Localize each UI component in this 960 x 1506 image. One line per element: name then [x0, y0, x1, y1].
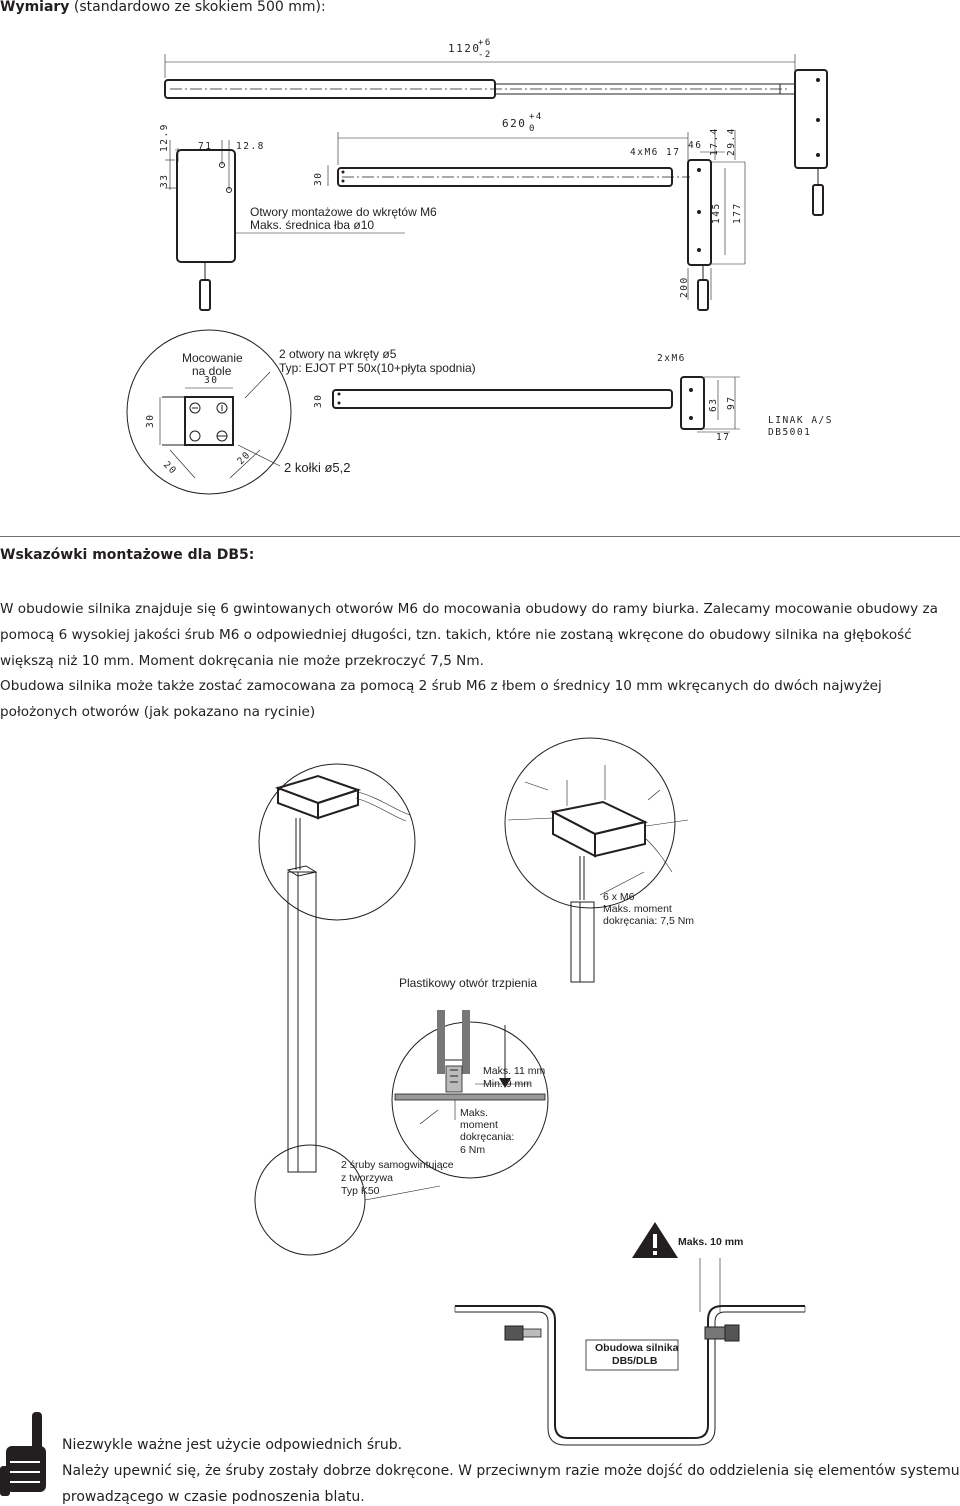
dim-1120-tol-minus: -2	[478, 50, 492, 60]
footer-line-1: Niezwykle ważne jest użycie odpowiednich…	[62, 1437, 403, 1453]
model-number: DB5001	[768, 427, 812, 438]
dim-4xm6: 4xM6	[630, 147, 659, 158]
dimension-drawing	[126, 54, 828, 495]
section-heading-dimensions: Wymiary (standardowo ze skokiem 500 mm):	[0, 0, 326, 15]
m6-label-1: 6 x M6	[603, 891, 635, 903]
holes-label-1: 2 otwory na wkręty ø5	[279, 347, 397, 361]
hints-paragraph-2: Obudowa silnika może także zostać zamoco…	[0, 678, 882, 720]
pointing-hand-icon	[0, 1412, 46, 1496]
screws-label-1: 2 śruby samogwintujące	[341, 1159, 454, 1171]
brand-name: LINAK A/S	[768, 415, 833, 426]
max-10-label: Maks. 10 mm	[678, 1236, 744, 1248]
mounting-note-2: Maks. średnica łba ø10	[250, 218, 375, 232]
max-11-label: Maks. 11 mm	[483, 1065, 546, 1077]
torque-label-2: moment	[460, 1119, 498, 1131]
hints-paragraph-1: W obudowie silnika znajduje się 6 gwinto…	[0, 601, 939, 669]
dim-30-width: 30	[204, 375, 219, 386]
hints-title: Wskazówki montażowe dla DB5:	[0, 547, 255, 563]
m6-label-3: dokręcania: 7,5 Nm	[603, 915, 695, 927]
holes-label-2: Typ: EJOT PT 50x(10+płyta spodnia)	[279, 361, 476, 375]
torque-label-3: dokręcania:	[460, 1131, 515, 1143]
footer-line-3: prowadzącego w czasie podnoszenia blatu.	[62, 1489, 365, 1505]
housing-label-1: Obudowa silnika	[595, 1342, 679, 1354]
section-divider	[0, 536, 960, 537]
mounting-note-1: Otwory montażowe do wkrętów M6	[250, 205, 437, 219]
dim-2xm6: 2xM6	[657, 353, 686, 364]
dim-1120: 1120	[448, 42, 481, 55]
dim-17-top: 17	[666, 147, 681, 158]
dim-620-tol-minus: 0	[529, 124, 536, 134]
housing-label-2: DB5/DLB	[612, 1355, 658, 1367]
plastic-hole-label: Plastikowy otwór trzpienia	[399, 976, 538, 990]
screws-label-2: z tworzywa	[341, 1172, 393, 1184]
dim-46: 46	[688, 140, 703, 151]
torque-label-4: 6 Nm	[460, 1144, 486, 1156]
dim-12-8: 12.8	[236, 141, 265, 152]
screws-label-3: Typ K50	[341, 1185, 380, 1197]
mount-label-1: Mocowanie	[182, 351, 243, 365]
footer-line-2: Należy upewnić się, że śruby zostały dob…	[62, 1463, 960, 1479]
dim-620-tol-plus: +4	[529, 112, 543, 122]
torque-label-1: Maks.	[460, 1107, 489, 1119]
dim-1120-tol-plus: +6	[478, 38, 492, 48]
min-9-label: Min. 9 mm	[483, 1078, 533, 1090]
dim-17-mid: 17	[716, 432, 731, 443]
dim-71: 71	[198, 141, 213, 152]
mount-label-2: na dole	[192, 364, 232, 378]
pins-label: 2 kołki ø5,2	[284, 460, 351, 475]
dim-620: 620	[502, 117, 527, 130]
m6-label-2: Maks. moment	[603, 903, 672, 915]
